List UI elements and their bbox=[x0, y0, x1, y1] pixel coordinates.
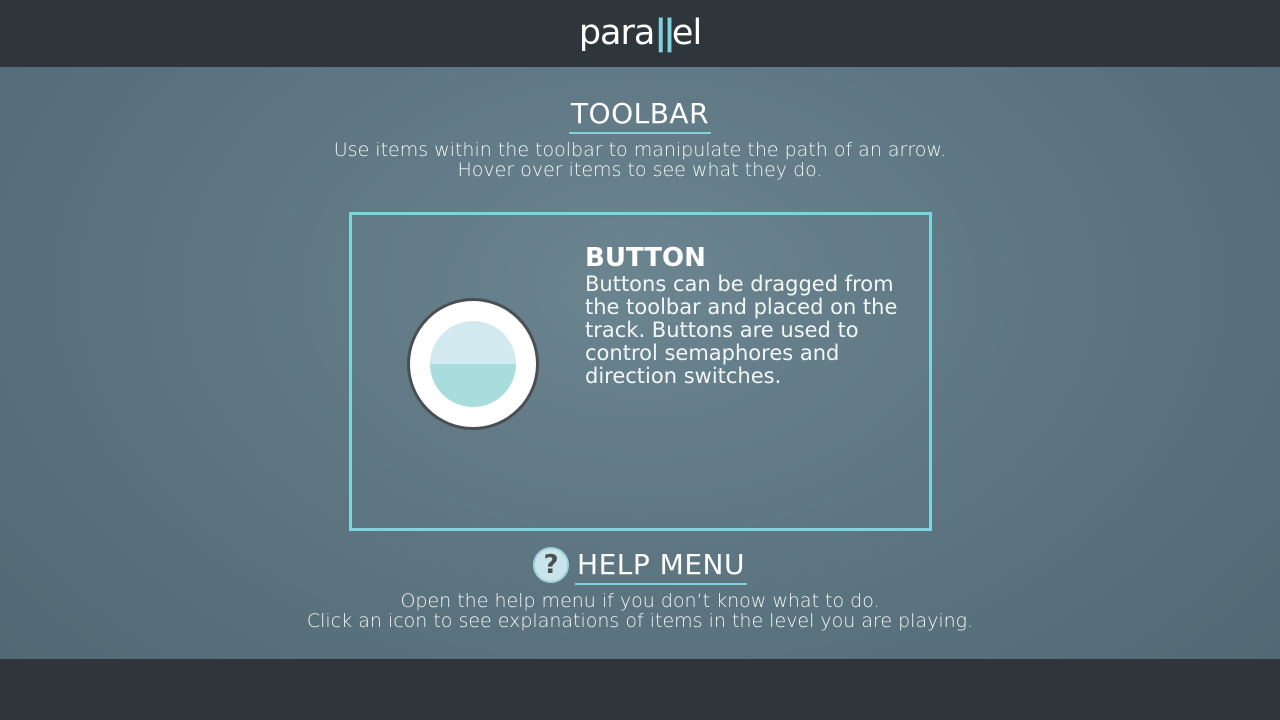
item-description: Buttons can be dragged from the toolbar … bbox=[585, 272, 898, 388]
item-title: BUTTON bbox=[585, 243, 706, 273]
game-logo: para||el bbox=[0, 10, 1280, 56]
toolbar-description-line-1: Use items within the toolbar to manipula… bbox=[333, 139, 947, 161]
help-menu-heading: ?HELP MENU bbox=[0, 546, 1280, 585]
help-description-line-2: Click an icon to see explanations of ite… bbox=[306, 610, 974, 632]
help-menu-title: HELP MENU bbox=[575, 548, 747, 585]
button-icon-face bbox=[430, 321, 516, 407]
logo-prefix: para bbox=[578, 13, 656, 53]
question-mark-icon[interactable]: ? bbox=[533, 546, 570, 583]
button-icon[interactable] bbox=[407, 298, 539, 430]
toolbar-title: TOOLBAR bbox=[568, 97, 712, 134]
help-description-line-1: Open the help menu if you don’t know wha… bbox=[400, 590, 880, 612]
item-info-panel: BUTTON Buttons can be dragged from the t… bbox=[349, 212, 932, 531]
help-menu-description: Open the help menu if you don’t know wha… bbox=[0, 591, 1280, 631]
top-bar: para||el bbox=[0, 0, 1280, 67]
toolbar-section-heading: TOOLBAR bbox=[0, 97, 1280, 134]
logo-suffix: el bbox=[671, 13, 702, 53]
toolbar-description: Use items within the toolbar to manipula… bbox=[0, 140, 1280, 180]
toolbar-description-line-2: Hover over items to see what they do. bbox=[457, 159, 823, 181]
bottom-bar bbox=[0, 659, 1280, 720]
logo-bars: || bbox=[654, 13, 675, 53]
